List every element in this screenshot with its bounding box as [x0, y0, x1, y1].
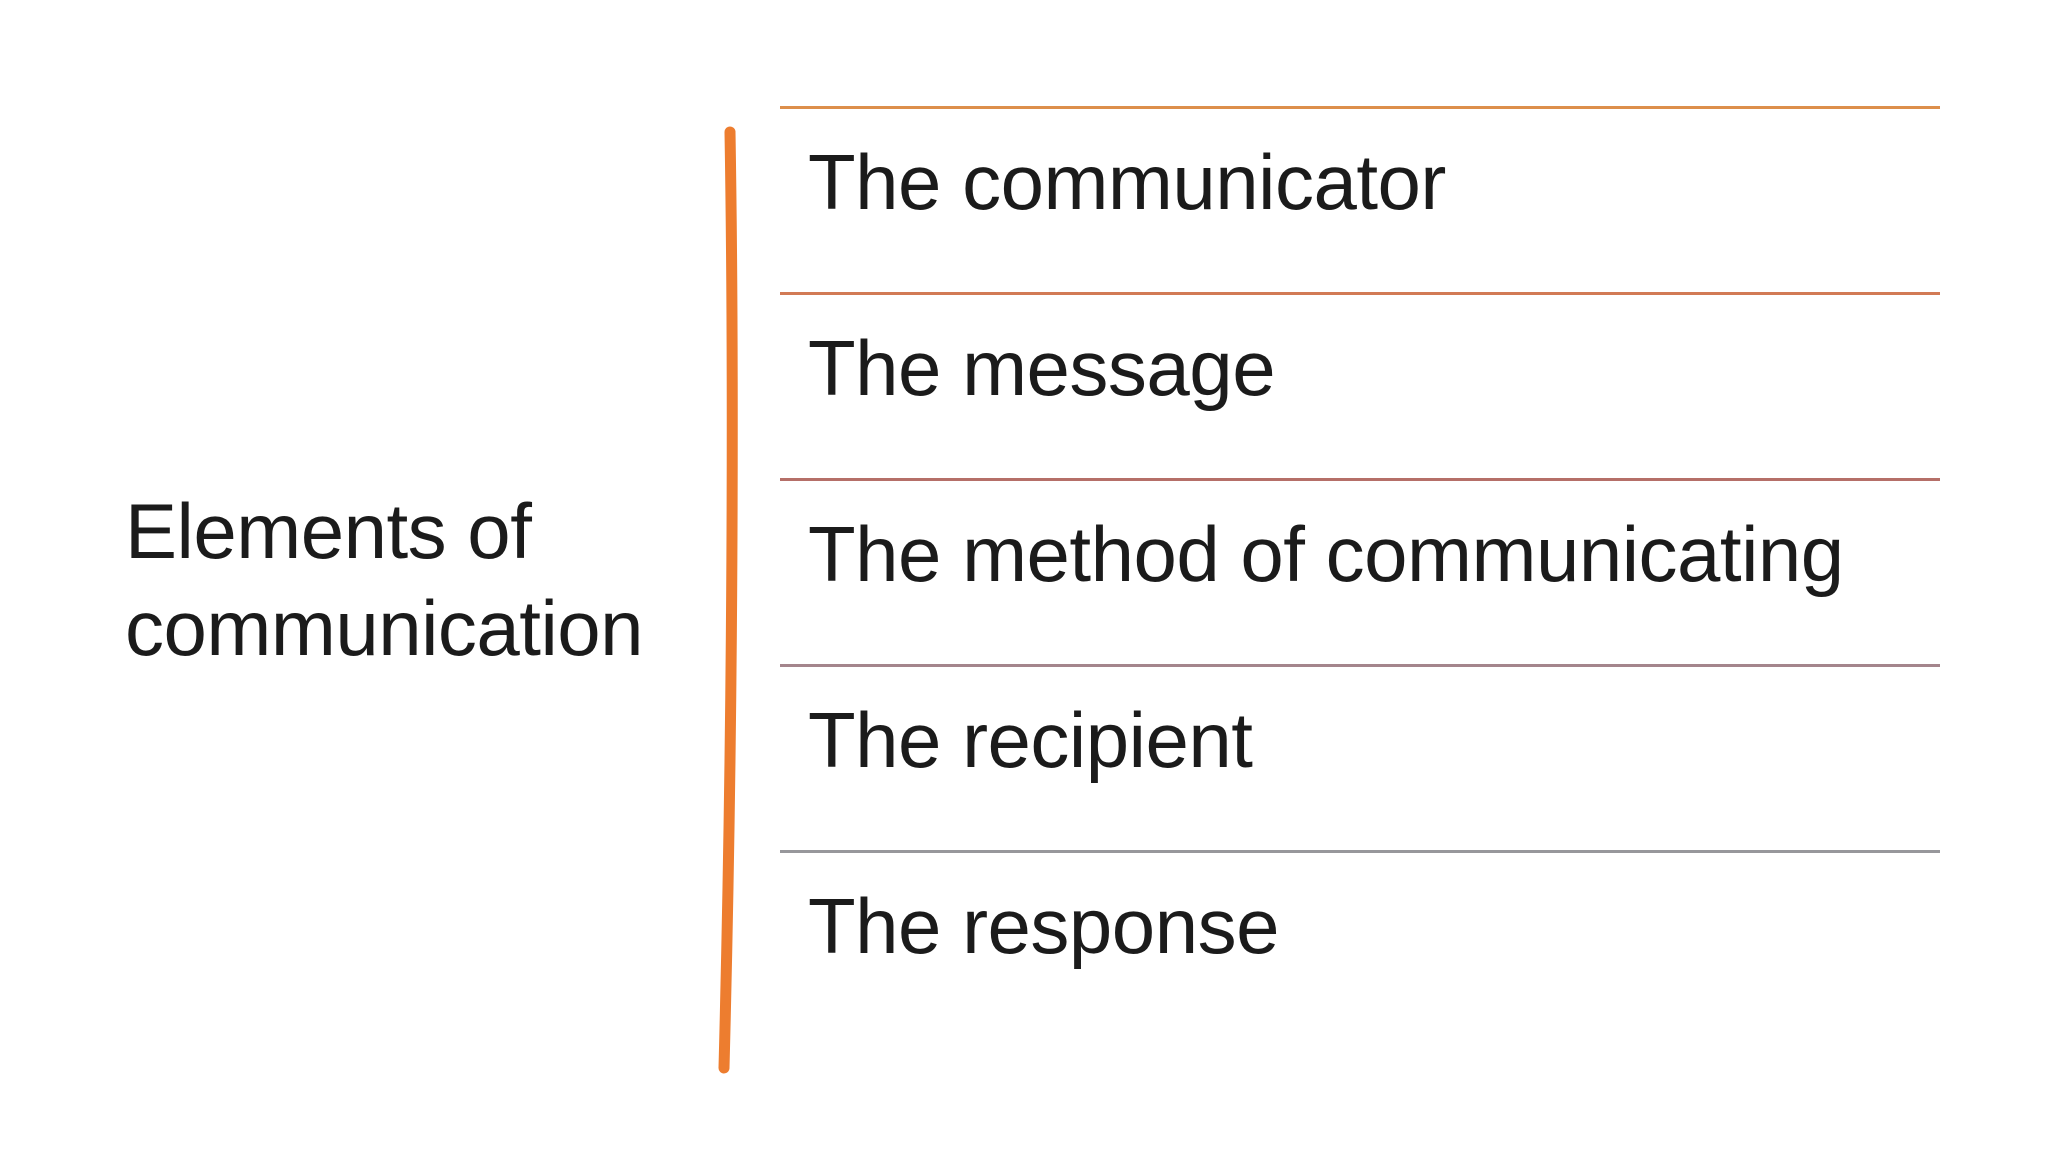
- items-list: The communicator The message The method …: [780, 106, 1940, 1073]
- list-item: The message: [780, 292, 1940, 478]
- list-item: The communicator: [780, 106, 1940, 292]
- accent-vertical-line-path: [718, 126, 738, 1074]
- slide-title: Elements of communication: [125, 487, 644, 672]
- list-item: The recipient: [780, 664, 1940, 850]
- list-item-label: The communicator: [808, 138, 1446, 226]
- accent-vertical-line: [718, 126, 738, 1074]
- list-item-label: The recipient: [808, 696, 1253, 784]
- list-item: The response: [780, 850, 1940, 1073]
- list-item: The method of communicating: [780, 478, 1940, 664]
- list-item-label: The method of communicating: [808, 510, 1844, 598]
- list-item-label: The response: [808, 882, 1279, 970]
- list-item-label: The message: [808, 324, 1276, 412]
